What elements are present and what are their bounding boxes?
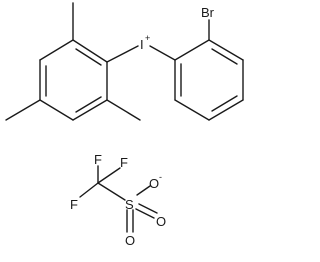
sulfur-label: S <box>125 197 134 212</box>
iodine-charge: + <box>145 33 150 43</box>
bond-s-o-right-a <box>138 203 158 214</box>
fluorine-label-left: F <box>70 197 78 212</box>
oxygen-label-charged: O <box>149 176 159 191</box>
triflate-anion <box>79 165 158 233</box>
methyl-left <box>5 99 41 121</box>
bromine-label: Br <box>201 5 215 20</box>
bromophenyl-ring <box>174 39 244 121</box>
bond-c-f3 <box>79 182 99 198</box>
oxygen-charge: - <box>159 172 162 182</box>
methyl-bottom <box>106 99 141 121</box>
methyl-groups <box>5 2 141 121</box>
mesityl-ring <box>39 39 108 121</box>
bond-mesityl-iodine <box>106 45 139 63</box>
bond-c-f2 <box>97 167 121 184</box>
molecule-diagram: I + Br F F F S O - O O <box>5 2 244 248</box>
iodine-label: I <box>140 37 144 52</box>
oxygen-label-bottom: O <box>125 233 135 248</box>
fluorine-label-right: F <box>120 155 128 170</box>
bond-c-s <box>97 182 126 201</box>
bond-iodine-bromophenyl <box>149 45 176 61</box>
fluorine-label-top: F <box>94 152 102 167</box>
oxygen-label-right: O <box>156 214 166 229</box>
bond-s-o-right-b <box>135 208 155 219</box>
bond-s-o-minus <box>136 185 151 196</box>
